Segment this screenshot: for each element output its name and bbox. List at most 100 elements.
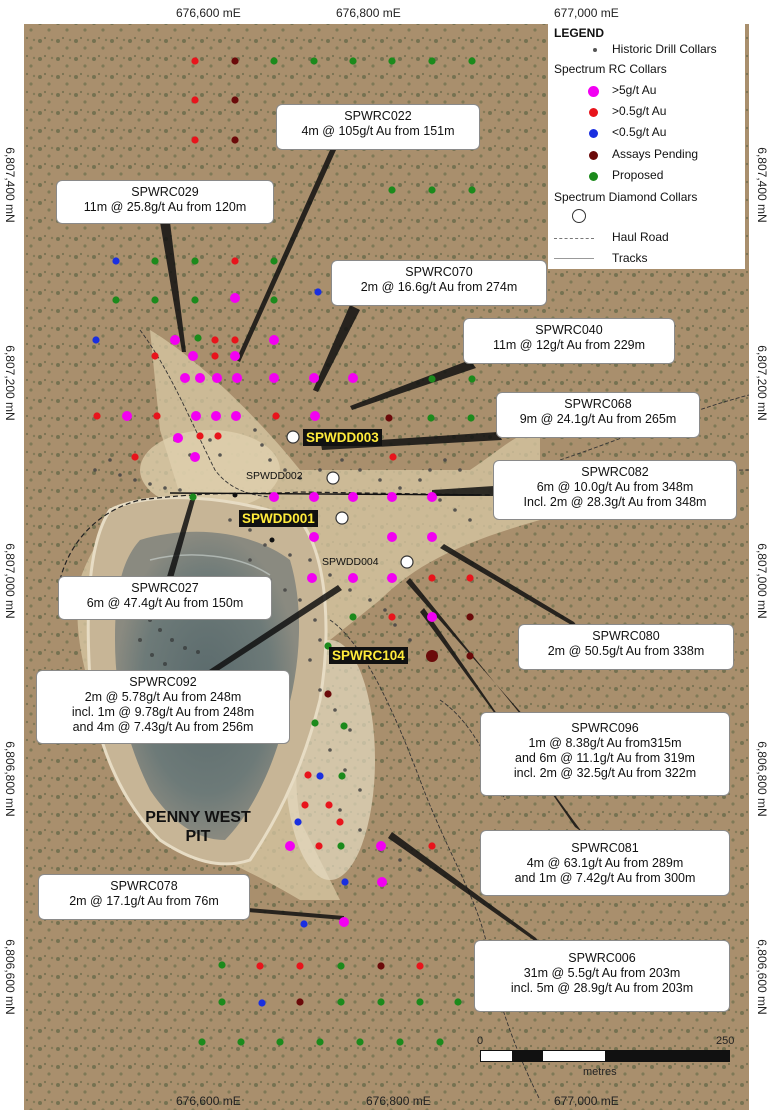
coord-left-1: 6,807,400 mN [3,147,17,223]
collar-proposed [428,57,436,65]
collar-gt05 [196,432,204,440]
collar-gt5 [309,492,319,502]
collar-gt5 [307,573,317,583]
gt05-icon [589,108,598,117]
coord-left-4: 6,806,800 mN [3,741,17,817]
coord-right-1: 6,807,400 mN [755,147,769,223]
collar-pending [231,96,239,104]
collar-gt05 [389,453,397,461]
collar-proposed [218,998,226,1006]
collar-gt05 [416,962,424,970]
collar-gt5 [387,573,397,583]
collar-proposed [112,296,120,304]
collar-gt5 [348,573,358,583]
collar-proposed [396,1038,404,1046]
label-spwdd002: SPWDD002 [246,470,303,482]
collar-proposed [151,257,159,265]
collar-gt05 [304,771,312,779]
collar-proposed [416,998,424,1006]
collar-gt05 [428,842,436,850]
collar-gt5 [269,335,279,345]
collar-proposed [388,57,396,65]
legend-gt05: >0.5g/t Au [612,104,667,118]
collar-gt5 [427,532,437,542]
collar-gt5 [230,293,240,303]
collar-proposed [310,57,318,65]
coord-right-2: 6,807,200 mN [755,345,769,421]
collar-proposed [189,493,197,501]
collar-lt05 [92,336,100,344]
legend-title: LEGEND [554,26,605,40]
collar-gt05 [428,574,436,582]
collar-proposed [468,186,476,194]
collar-pending [466,613,474,621]
legend: LEGEND Historic Drill Collars Spectrum R… [548,24,745,269]
coord-bottom-1: 676,600 mE [176,1094,241,1108]
label-spwdd004: SPWDD004 [322,556,379,568]
legend-historic: Historic Drill Collars [612,42,717,56]
scale-start: 0 [477,1035,484,1047]
collar-proposed [428,186,436,194]
collar-gt5 [230,351,240,361]
coord-top-3: 677,000 mE [554,6,619,20]
scale-end: 250 [716,1035,735,1047]
track [439,699,506,801]
coord-bottom-2: 676,800 mE [366,1094,431,1108]
historic-collar-icon [593,48,597,52]
collar-markers [92,57,476,1046]
collar-gt05 [191,57,199,65]
collar-pending [377,962,385,970]
collar-spwdd001 [335,511,349,525]
diamond-collars [286,430,414,569]
collar-gt05 [153,412,161,420]
collar-lt05 [258,999,266,1007]
track [329,619,541,1101]
collar-lt05 [341,878,349,886]
collar-gt5 [309,373,319,383]
collar-proposed [311,719,319,727]
collar-proposed [356,1038,364,1046]
collar-proposed [270,57,278,65]
collar-gt5 [170,335,180,345]
collar-lt05 [294,818,302,826]
diamond-collar-icon [572,209,586,223]
collar-gt05 [191,96,199,104]
collar-proposed [218,961,226,969]
collar-lt05 [300,920,308,928]
collar-gt5 [173,433,183,443]
collar-gt05 [301,801,309,809]
collar-gt5 [191,411,201,421]
collar-proposed [191,257,199,265]
collar-gt05 [466,574,474,582]
collar-lt05 [314,288,322,296]
coord-left-5: 6,806,600 mN [3,939,17,1015]
legend-haul-road: Haul Road [612,230,669,244]
collar-gt5 [180,373,190,383]
collar-gt5 [387,492,397,502]
collar-pending [324,690,332,698]
collar-proposed [467,414,475,422]
collar-proposed [349,613,357,621]
coord-top-1: 676,600 mE [176,6,241,20]
collar-gt5 [427,612,437,622]
collar-gt5 [310,411,320,421]
tag-spwdd001: SPWDD001 [239,510,318,527]
collar-proposed [337,962,345,970]
collar-pending [296,998,304,1006]
collar-gt5 [339,917,349,927]
collar-proposed [337,842,345,850]
collar-gt5 [231,411,241,421]
collar-gt5 [232,373,242,383]
collar-proposed [337,998,345,1006]
coord-left-3: 6,807,000 mN [3,543,17,619]
collar-gt05 [214,432,222,440]
collar-gt5 [376,841,386,851]
collar-proposed [377,998,385,1006]
haul-road-icon [554,238,594,239]
